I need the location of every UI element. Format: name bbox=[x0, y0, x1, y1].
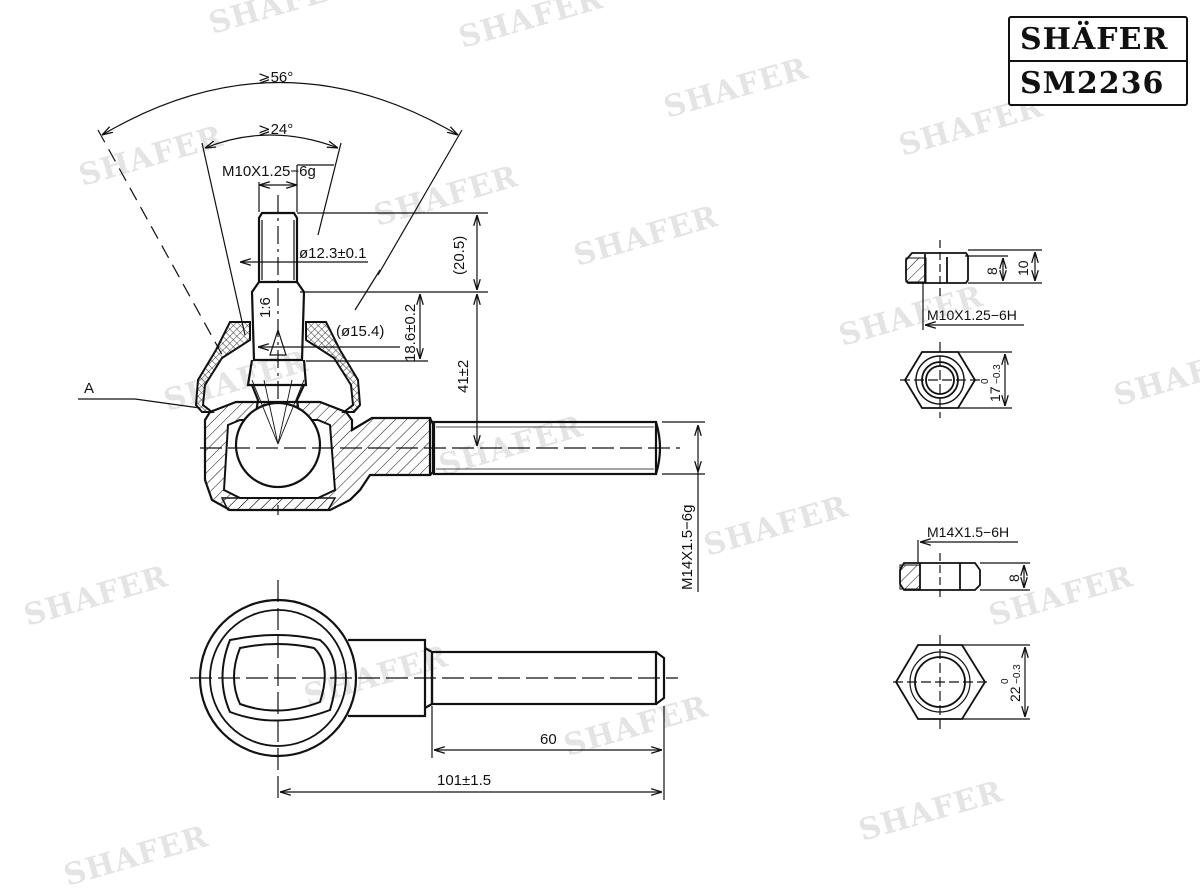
brand-name: SHÄFER bbox=[1010, 18, 1186, 62]
nut-small-tol-upper: 0 bbox=[980, 378, 991, 384]
nut-small-thread-label: M10X1.25−6H bbox=[927, 307, 1017, 323]
height-label: 41±2 bbox=[455, 360, 472, 393]
technical-drawing: ⩾56° ⩾24° M10X1.25−6g ø12.3±0.1 (ø15.4) … bbox=[78, 69, 1042, 800]
cone-diameter-label: (ø15.4) bbox=[336, 323, 384, 340]
nut-small-height-10-label: 10 bbox=[1015, 260, 1031, 276]
stud-thread-label: M10X1.25−6g bbox=[222, 163, 316, 180]
nut-small-wrench-label: 17 bbox=[987, 386, 1003, 402]
shank-thread-label: M14X1.5−6g bbox=[679, 505, 696, 590]
nut-small-tol-lower: −0.3 bbox=[992, 364, 1003, 384]
callout-a-label: A bbox=[84, 380, 94, 397]
nut-large-tol-upper: 0 bbox=[1000, 678, 1011, 684]
nut-small-height-8-label: 8 bbox=[984, 267, 1000, 275]
part-number: SM2236 bbox=[1020, 65, 1165, 101]
nut-large-wrench-label: 22 bbox=[1007, 686, 1023, 702]
nut-small-side bbox=[905, 252, 969, 284]
angle-inner-label: ⩾24° bbox=[258, 121, 293, 138]
nut-large-height-label: 8 bbox=[1006, 574, 1022, 582]
angle-24-dimension bbox=[201, 134, 342, 336]
overall-length-label: 101±1.5 bbox=[437, 772, 491, 789]
taper-length-label: 18.6±0.2 bbox=[402, 304, 419, 362]
nut-large-thread-label: M14X1.5−6H bbox=[927, 524, 1009, 540]
stud-diameter-label: ø12.3±0.1 bbox=[299, 245, 366, 262]
threaded-shank bbox=[429, 417, 662, 476]
housing bbox=[203, 400, 432, 512]
nut-large-side bbox=[899, 562, 981, 591]
taper-ratio-label: 1:6 bbox=[257, 297, 274, 318]
brand-title-block: SHÄFER SM2236 bbox=[1008, 16, 1188, 106]
thread-length-60-label: 60 bbox=[540, 731, 557, 748]
angle-outer-label: ⩾56° bbox=[258, 69, 293, 86]
angle-56-dimension bbox=[97, 81, 463, 361]
rubber-boot bbox=[194, 321, 362, 413]
thread-length-label: (20.5) bbox=[451, 236, 468, 275]
nut-large-tol-lower: −0.3 bbox=[1012, 664, 1023, 684]
